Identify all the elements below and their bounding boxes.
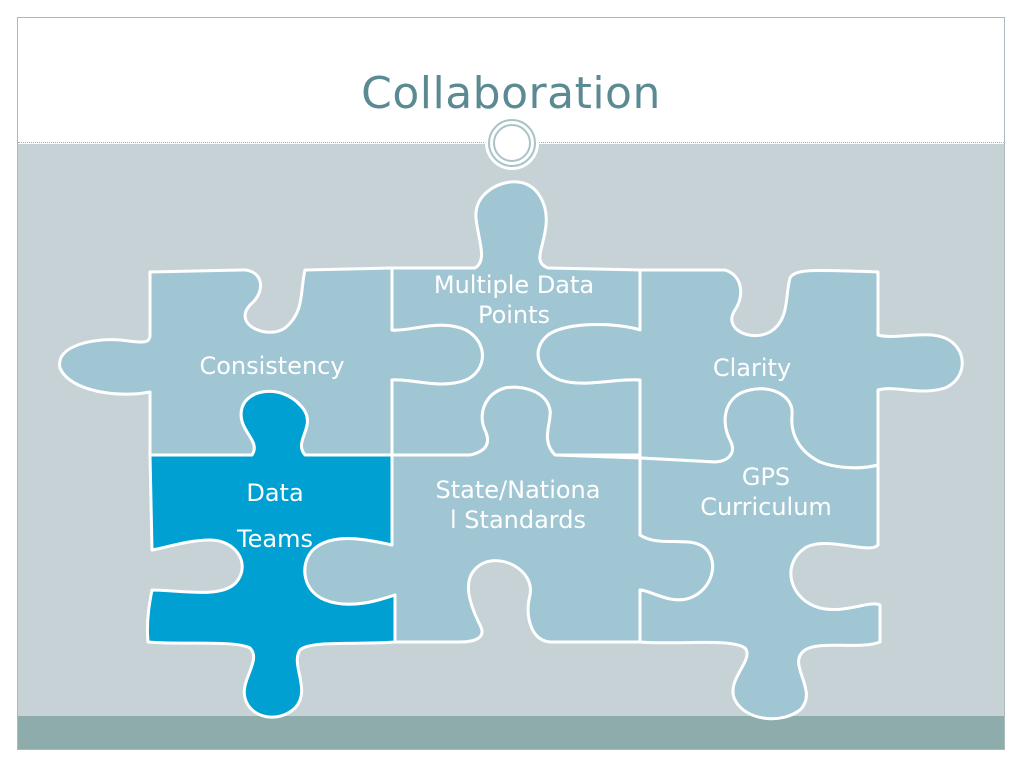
label-state-national-standards: State/Nationa l Standards <box>408 475 628 535</box>
label-state-national-line1: State/Nationa <box>435 476 601 504</box>
label-multiple-data-points-line2: Points <box>477 301 551 329</box>
title-ornament-icon <box>485 116 539 170</box>
label-gps-curriculum: GPS Curriculum <box>686 462 846 522</box>
label-data-teams-line2: Teams <box>237 525 313 553</box>
label-consistency: Consistency <box>182 351 362 381</box>
label-multiple-data-points: Multiple Data Points <box>404 270 624 330</box>
label-data-teams-line1: Data <box>246 479 304 507</box>
label-consistency-text: Consistency <box>199 352 345 380</box>
label-data-teams: Data Teams <box>215 470 335 562</box>
label-gps-line1: GPS <box>741 463 791 491</box>
puzzle-piece-data-teams <box>146 390 397 719</box>
slide-title: Collaboration <box>361 68 661 119</box>
label-clarity: Clarity <box>692 353 812 383</box>
label-clarity-text: Clarity <box>712 354 792 382</box>
bottom-band <box>18 716 1004 749</box>
label-multiple-data-points-line1: Multiple Data <box>433 271 595 299</box>
puzzle-piece-gps-curriculum <box>638 387 882 721</box>
label-state-national-line2: l Standards <box>450 506 586 534</box>
label-gps-line2: Curriculum <box>700 493 832 521</box>
